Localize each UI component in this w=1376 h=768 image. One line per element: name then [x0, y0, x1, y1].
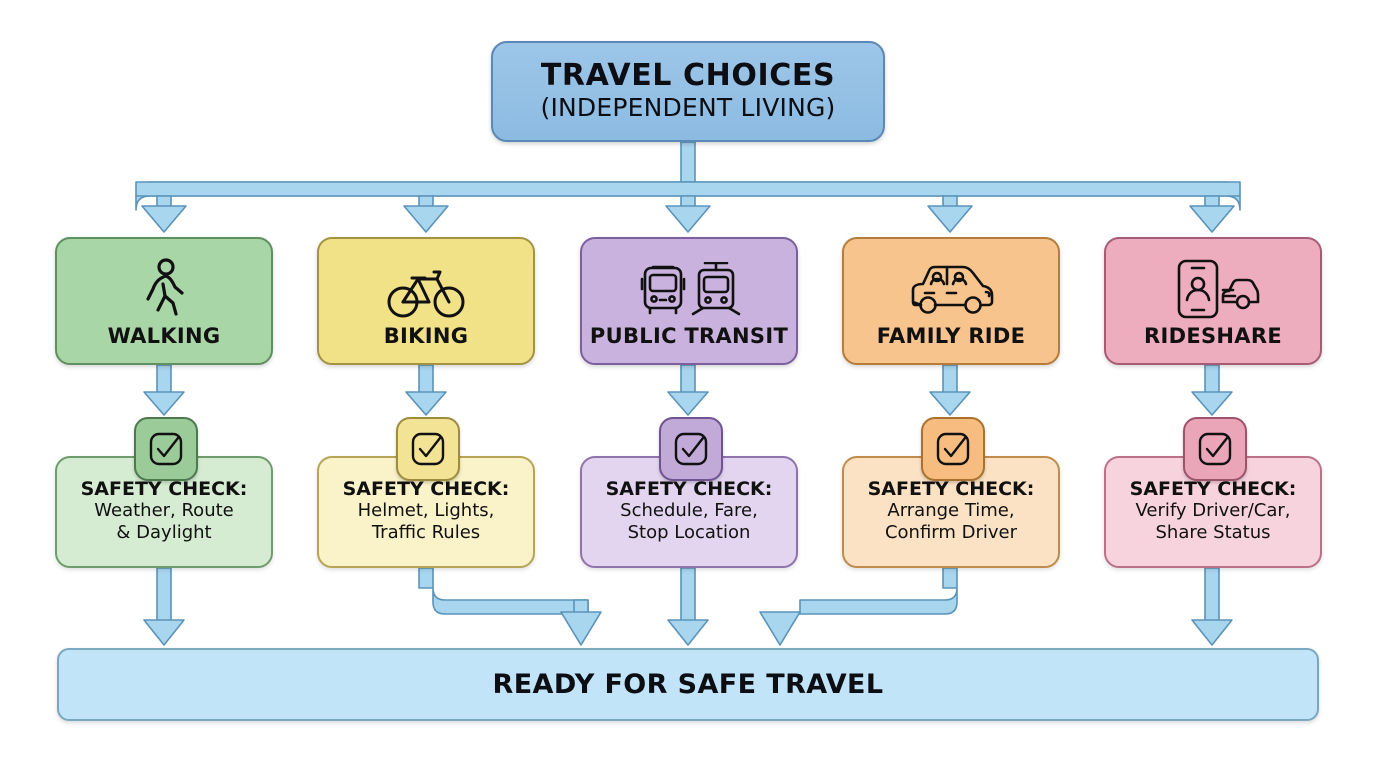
safety-line1-walking: Weather, Route [94, 500, 234, 522]
title-line-2: (INDEPENDENT LIVING) [540, 93, 836, 123]
mode-label-rideshare: RIDESHARE [1144, 324, 1282, 348]
connector-bus-bar [135, 181, 1241, 197]
bicycle-icon [387, 254, 465, 320]
safety-line1-public-transit: Schedule, Fare, [620, 500, 758, 522]
phone-and-car-icon [1165, 254, 1261, 320]
connector-rideshare-to-final [1191, 567, 1233, 646]
safety-line2-walking: & Daylight [116, 522, 212, 544]
final-node-ready-for-safe-travel[interactable]: READY FOR SAFE TRAVEL [57, 648, 1319, 721]
safety-line2-family-ride: Confirm Driver [884, 522, 1018, 544]
check-square-icon-walking [134, 417, 198, 481]
connector-drop-walking [141, 195, 187, 233]
mode-label-family-ride: FAMILY RIDE [876, 324, 1026, 348]
mode-card-walking[interactable]: WALKING [55, 237, 273, 365]
safety-heading-public-transit: SAFETY CHECK: [605, 478, 773, 500]
safety-heading-family-ride: SAFETY CHECK: [867, 478, 1035, 500]
safety-heading-rideshare: SAFETY CHECK: [1129, 478, 1297, 500]
safety-line1-biking: Helmet, Lights, [357, 500, 495, 522]
connector-walking-to-safety [143, 364, 185, 416]
connector-family-to-final [759, 567, 958, 646]
safety-line1-family-ride: Arrange Time, [887, 500, 1015, 522]
title-node[interactable]: TRAVEL CHOICES (INDEPENDENT LIVING) [491, 41, 885, 142]
mode-card-rideshare[interactable]: RIDESHARE [1104, 237, 1322, 365]
check-square-icon-biking [396, 417, 460, 481]
safety-card-walking[interactable]: SAFETY CHECK: Weather, Route & Daylight [55, 456, 273, 568]
mode-card-biking[interactable]: BIKING [317, 237, 535, 365]
connector-drop-biking [403, 195, 449, 233]
mode-label-walking: WALKING [107, 324, 221, 348]
connector-biking-to-safety [405, 364, 447, 416]
connector-drop-transit [665, 195, 711, 233]
final-label: READY FOR SAFE TRAVEL [492, 669, 884, 700]
title-line-1: TRAVEL CHOICES [540, 57, 836, 93]
car-with-passengers-icon [903, 254, 999, 320]
safety-heading-biking: SAFETY CHECK: [342, 478, 510, 500]
connector-rideshare-to-safety [1191, 364, 1233, 416]
safety-line1-rideshare: Verify Driver/Car, [1135, 500, 1291, 522]
safety-line2-biking: Traffic Rules [371, 522, 481, 544]
safety-heading-walking: SAFETY CHECK: [80, 478, 248, 500]
mode-label-public-transit: PUBLIC TRANSIT [589, 324, 789, 348]
safety-line2-public-transit: Stop Location [627, 522, 751, 544]
safety-card-family-ride[interactable]: SAFETY CHECK: Arrange Time, Confirm Driv… [842, 456, 1060, 568]
mode-card-family-ride[interactable]: FAMILY RIDE [842, 237, 1060, 365]
check-square-icon-public-transit [659, 417, 723, 481]
connector-biking-to-final [418, 567, 602, 646]
connector-transit-to-final [667, 567, 709, 646]
check-square-icon-family-ride [921, 417, 985, 481]
mode-label-biking: BIKING [383, 324, 469, 348]
connector-drop-family [927, 195, 973, 233]
bus-and-tram-icon [631, 254, 747, 320]
pedestrian-icon [135, 254, 193, 320]
connector-transit-to-safety [667, 364, 709, 416]
connector-family-to-safety [929, 364, 971, 416]
safety-line2-rideshare: Share Status [1155, 522, 1271, 544]
connector-drop-rideshare [1189, 195, 1235, 233]
connector-walking-to-final [143, 567, 185, 646]
check-square-icon-rideshare [1183, 417, 1247, 481]
mode-card-public-transit[interactable]: PUBLIC TRANSIT [580, 237, 798, 365]
